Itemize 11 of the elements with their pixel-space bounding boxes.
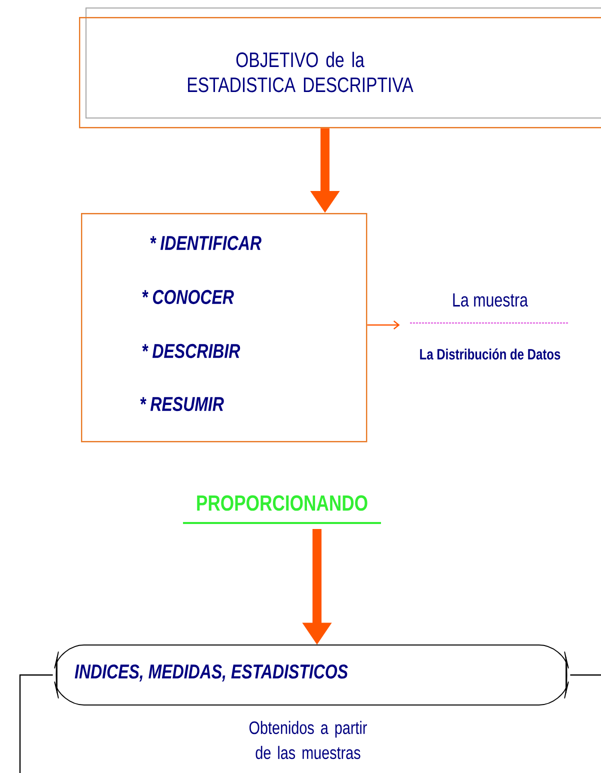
title-box: OBJETIVO de la ESTADISTICA DESCRIPTIVA	[79, 8, 601, 128]
list-item: * IDENTIFICAR	[150, 236, 262, 250]
list-item: * RESUMIR	[140, 396, 224, 412]
label-text: La muestra	[453, 293, 528, 307]
list-item: * DESCRIBIR	[142, 344, 240, 358]
arrow	[367, 320, 400, 330]
underlined-label: PROPORCIONANDO	[183, 495, 381, 524]
note-text: Obtenidos a partir de las muestras	[249, 720, 367, 760]
rounded-box: INDICES, MEDIDAS, ESTADISTICOS	[54, 644, 569, 706]
list-item: * CONOCER	[142, 290, 234, 304]
label-text: La Distribución de Datos	[420, 348, 560, 360]
